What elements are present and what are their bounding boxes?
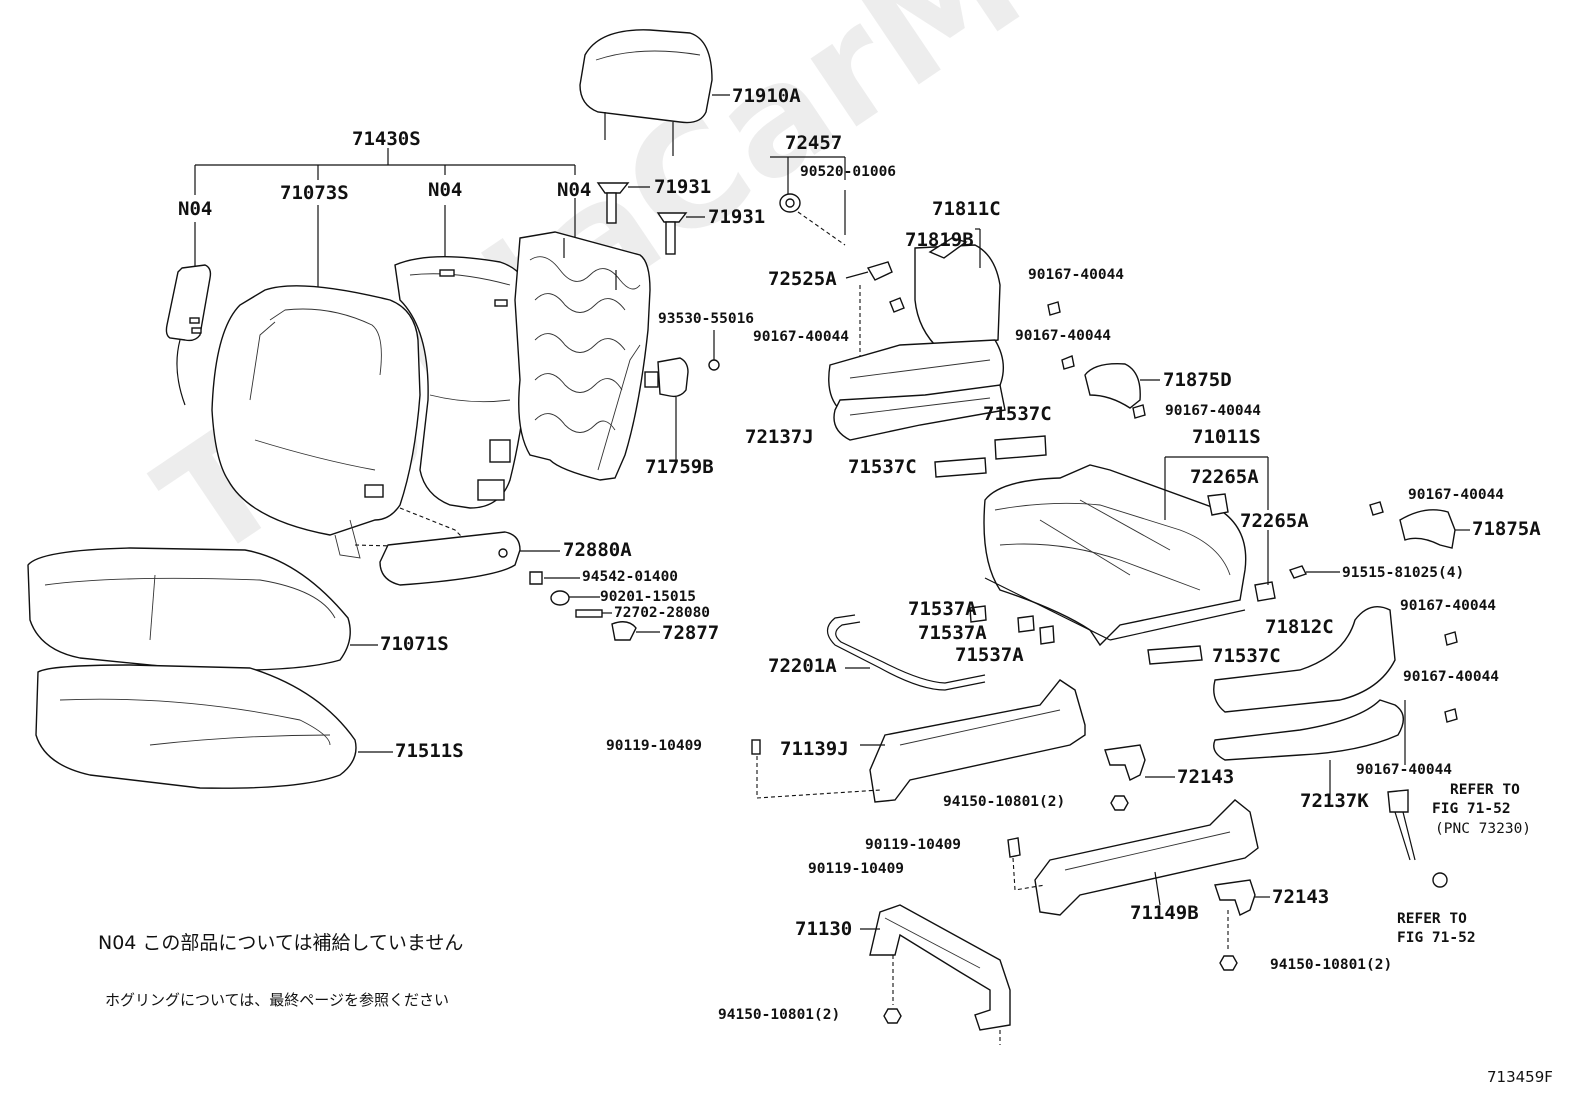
- refer-note-b-line1: REFER TO: [1397, 911, 1467, 927]
- refer-note-a-line1: REFER TO: [1450, 782, 1520, 798]
- label-90119-10409-b: 90119-10409: [865, 837, 962, 853]
- recliner-cover-drawing: [828, 228, 1006, 441]
- label-90167-40044-c: 90167-40044: [1015, 328, 1112, 344]
- label-72143-b: 72143: [1272, 886, 1330, 908]
- label-71149b: 71149B: [1130, 902, 1199, 924]
- label-71073s: 71073S: [280, 182, 349, 204]
- label-90520-01006: 90520-01006: [800, 164, 897, 180]
- label-72265a-a: 72265A: [1190, 466, 1259, 488]
- label-71812c: 71812C: [1265, 616, 1334, 638]
- refer-note-a-line3: (PNC 73230): [1435, 821, 1532, 837]
- lever-drawing: [644, 330, 720, 460]
- refer-note-a-line2: FIG 71-52: [1432, 801, 1511, 817]
- label-72525a: 72525A: [768, 268, 837, 290]
- pads-drawing: [934, 435, 1203, 665]
- label-n04-c: N04: [557, 179, 592, 201]
- label-71011s: 71011S: [1192, 426, 1261, 448]
- label-90167-40044-b: 90167-40044: [753, 329, 850, 345]
- label-71537c-c: 71537C: [1212, 645, 1281, 667]
- fasteners-drawing: [751, 739, 1448, 1045]
- label-71071s: 71071S: [380, 633, 449, 655]
- label-94542-01400: 94542-01400: [582, 569, 679, 585]
- label-71537a-b: 71537A: [918, 622, 987, 644]
- label-72137k: 72137K: [1300, 790, 1369, 812]
- label-94150-10801-a: 94150-10801(2): [943, 794, 1066, 810]
- label-72457: 72457: [785, 132, 843, 154]
- label-71910a: 71910A: [732, 85, 801, 107]
- rails-drawing: [860, 679, 1259, 916]
- label-71537c-a: 71537C: [983, 403, 1052, 425]
- label-71511s: 71511S: [395, 740, 464, 762]
- label-94150-10801-b: 94150-10801(2): [1270, 957, 1393, 973]
- cover-71875a-drawing: [1369, 501, 1470, 549]
- label-72201a: 72201A: [768, 655, 837, 677]
- seat-frame-drawing: [983, 456, 1340, 647]
- label-72143-a: 72143: [1177, 766, 1235, 788]
- label-n04-b: N04: [428, 179, 463, 201]
- bracket-71130-drawing: [860, 904, 1011, 1031]
- label-90201-15015: 90201-15015: [600, 589, 697, 605]
- refer-note-b-line2: FIG 71-52: [1397, 930, 1476, 946]
- headrest-guides-drawing: [596, 182, 705, 255]
- label-71130: 71130: [795, 918, 853, 940]
- label-72877: 72877: [662, 622, 720, 644]
- label-91515-81025: 91515-81025(4): [1342, 565, 1465, 581]
- label-71759b: 71759B: [645, 456, 714, 478]
- label-71931-b: 71931: [708, 206, 766, 228]
- label-71875d: 71875D: [1163, 369, 1232, 391]
- label-71811c: 71811C: [932, 198, 1001, 220]
- label-72265a-b: 72265A: [1240, 510, 1309, 532]
- label-71430s: 71430S: [352, 128, 421, 150]
- bracket-71430s: [194, 148, 576, 288]
- label-71875a: 71875A: [1472, 518, 1541, 540]
- note-n04: N04 この部品については補給していません: [98, 932, 464, 954]
- cushion-pad-drawing: [35, 664, 393, 789]
- label-90167-40044-g: 90167-40044: [1403, 669, 1500, 685]
- label-90167-40044-d: 90167-40044: [1165, 403, 1262, 419]
- label-71931-a: 71931: [654, 176, 712, 198]
- label-90119-10409-a: 90119-10409: [606, 738, 703, 754]
- label-71537c-b: 71537C: [848, 456, 917, 478]
- label-90167-40044-f: 90167-40044: [1400, 598, 1497, 614]
- side-cover-drawing: [379, 531, 660, 641]
- diagram-id: 713459F: [1487, 1068, 1553, 1086]
- note-hogring: ホグリングについては、最終ページを参照ください: [105, 991, 449, 1009]
- label-71537a-c: 71537A: [955, 644, 1024, 666]
- label-n04-a: N04: [178, 198, 213, 220]
- seatback-cover-drawing: [211, 285, 421, 559]
- side-covers-drawing: [1213, 606, 1458, 800]
- label-90119-10409-c: 90119-10409: [808, 861, 905, 877]
- label-71537a-a: 71537A: [908, 598, 977, 620]
- label-93530-55016: 93530-55016: [658, 311, 755, 327]
- label-72880a: 72880A: [563, 539, 632, 561]
- label-90167-40044-a: 90167-40044: [1028, 267, 1125, 283]
- seatback-pad-drawing: [394, 255, 531, 509]
- airbag-module-drawing: [165, 264, 212, 406]
- label-90167-40044-e: 90167-40044: [1408, 487, 1505, 503]
- cover-71875d-drawing: [1084, 363, 1160, 419]
- headrest-drawing: [579, 29, 730, 156]
- seatback-frame-drawing: [514, 231, 651, 481]
- label-72137j: 72137J: [745, 426, 814, 448]
- tube-drawing: [826, 614, 986, 691]
- label-71819b: 71819B: [905, 229, 974, 251]
- label-72702-28080: 72702-28080: [614, 605, 711, 621]
- label-90167-40044-h: 90167-40044: [1356, 762, 1453, 778]
- label-71139j: 71139J: [780, 738, 849, 760]
- cushion-cover-drawing: [27, 547, 378, 671]
- brackets-72143-drawing: [1104, 744, 1270, 916]
- label-94150-10801-c: 94150-10801(2): [718, 1007, 841, 1023]
